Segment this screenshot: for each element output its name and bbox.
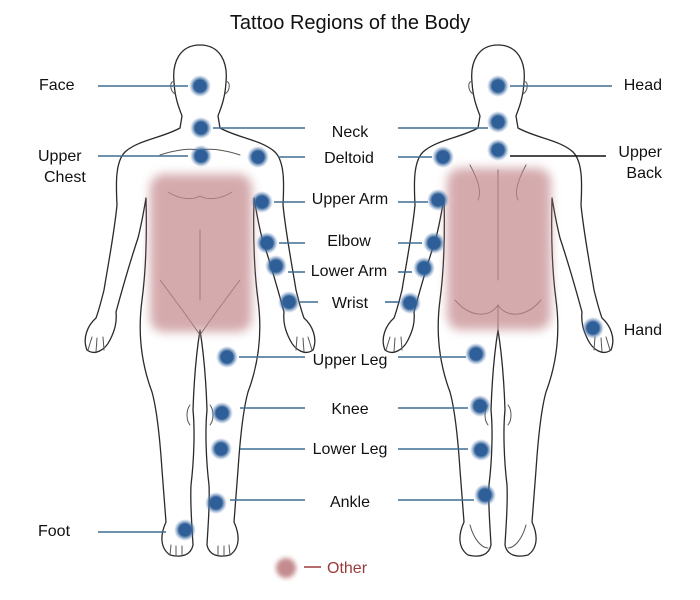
marker-knee-back <box>469 395 491 417</box>
label-upper-leg: Upper Leg <box>313 352 388 369</box>
label-lower-arm: Lower Arm <box>311 263 387 280</box>
marker-ankle-back <box>474 484 496 506</box>
marker-lower-leg-front <box>210 438 232 460</box>
region-markers <box>174 75 604 541</box>
marker-upper-chest <box>190 145 212 167</box>
front-torso-other-region <box>150 174 252 332</box>
marker-upper-arm-back <box>427 189 449 211</box>
label-knee: Knee <box>331 401 368 418</box>
marker-neck-front <box>190 117 212 139</box>
marker-elbow-back <box>423 232 445 254</box>
leader-lines <box>98 85 612 533</box>
marker-neck-back <box>487 111 509 133</box>
diagram-title: Tattoo Regions of the Body <box>230 12 470 34</box>
marker-upper-arm-front <box>251 191 273 213</box>
label-hand: Hand <box>624 322 662 339</box>
marker-head <box>487 75 509 97</box>
marker-deltoid-back <box>432 146 454 168</box>
back-torso-other-region <box>447 168 551 330</box>
label-elbow: Elbow <box>327 233 371 250</box>
label-deltoid: Deltoid <box>324 150 374 167</box>
marker-lower-arm-front <box>265 255 287 277</box>
marker-wrist-back <box>399 292 421 314</box>
marker-ankle-front <box>205 492 227 514</box>
marker-upper-leg-front <box>216 346 238 368</box>
marker-upper-back <box>487 139 509 161</box>
label-ankle: Ankle <box>330 494 370 511</box>
legend-other-swatch <box>276 558 296 578</box>
label-upper-back-line2: Back <box>626 165 663 182</box>
label-upper-chest-line1: Upper <box>38 148 82 165</box>
legend-other-label: Other <box>327 560 368 577</box>
label-upper-chest-line2: Chest <box>44 169 86 186</box>
marker-lower-leg-back <box>470 439 492 461</box>
label-foot: Foot <box>38 523 71 540</box>
marker-knee-front <box>211 402 233 424</box>
marker-deltoid-front <box>247 146 269 168</box>
marker-lower-arm-back <box>413 257 435 279</box>
label-upper-back-line1: Upper <box>618 144 662 161</box>
label-neck: Neck <box>332 124 369 141</box>
marker-wrist-front <box>278 291 300 313</box>
label-head: Head <box>624 77 662 94</box>
marker-face <box>189 75 211 97</box>
marker-upper-leg-back <box>465 343 487 365</box>
marker-foot <box>174 519 196 541</box>
label-face: Face <box>39 77 75 94</box>
label-wrist: Wrist <box>332 295 369 312</box>
label-upper-arm: Upper Arm <box>312 191 388 208</box>
marker-hand <box>582 317 604 339</box>
legend: Other <box>276 558 368 578</box>
label-lower-leg: Lower Leg <box>313 441 388 458</box>
marker-elbow-front <box>256 232 278 254</box>
